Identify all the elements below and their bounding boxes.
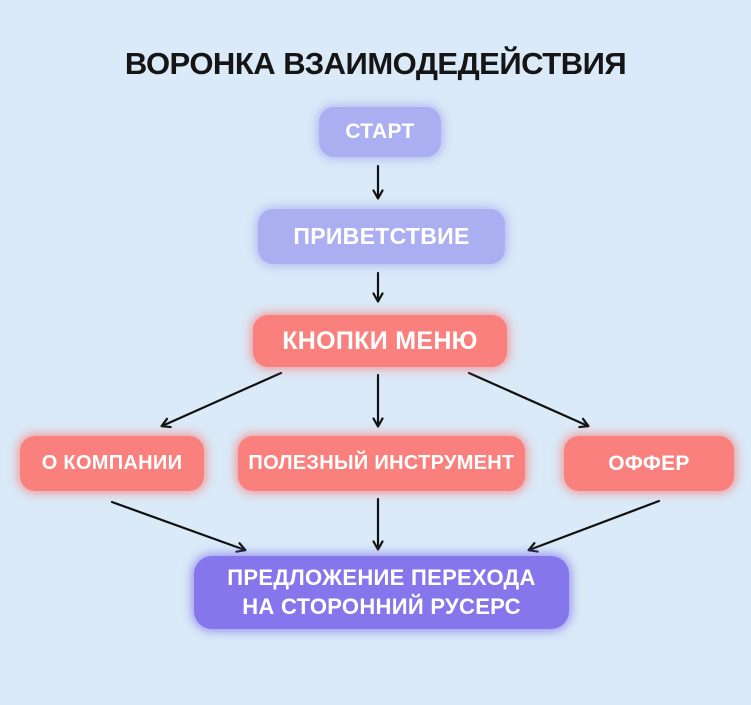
arrow-menu-buttons-to-about-company (160, 371, 283, 429)
external-resource-line1: ПРЕДЛОЖЕНИЕ ПЕРЕХОДА (227, 565, 536, 591)
arrow-menu-buttons-to-offer (467, 371, 590, 429)
page-title: ВОРОНКА ВЗАИМОДЕДЕЙСТВИЯ (124, 46, 627, 81)
node-external-resource-label: ПРЕДЛОЖЕНИЕ ПЕРЕХОДА НА СТОРОННИЙ РУСЕРС (227, 564, 535, 620)
node-menu-buttons: КНОПКИ МЕНЮ (253, 315, 507, 367)
node-about-company: О КОМПАНИИ (20, 436, 204, 491)
node-greeting: ПРИВЕТСТВИЕ (258, 209, 505, 264)
arrow-about-company-to-external-resource (110, 500, 247, 553)
node-offer: ОФФЕР (564, 436, 734, 491)
node-external-resource: ПРЕДЛОЖЕНИЕ ПЕРЕХОДА НА СТОРОННИЙ РУСЕРС (194, 556, 569, 629)
node-useful-tool: ПОЛЕЗНЫЙ ИНСТРУМЕНТ (238, 436, 525, 491)
arrow-offer-to-external-resource (527, 499, 661, 553)
node-start: СТАРТ (319, 107, 441, 157)
external-resource-line2: НА СТОРОННИЙ РУСЕРС (242, 593, 521, 619)
